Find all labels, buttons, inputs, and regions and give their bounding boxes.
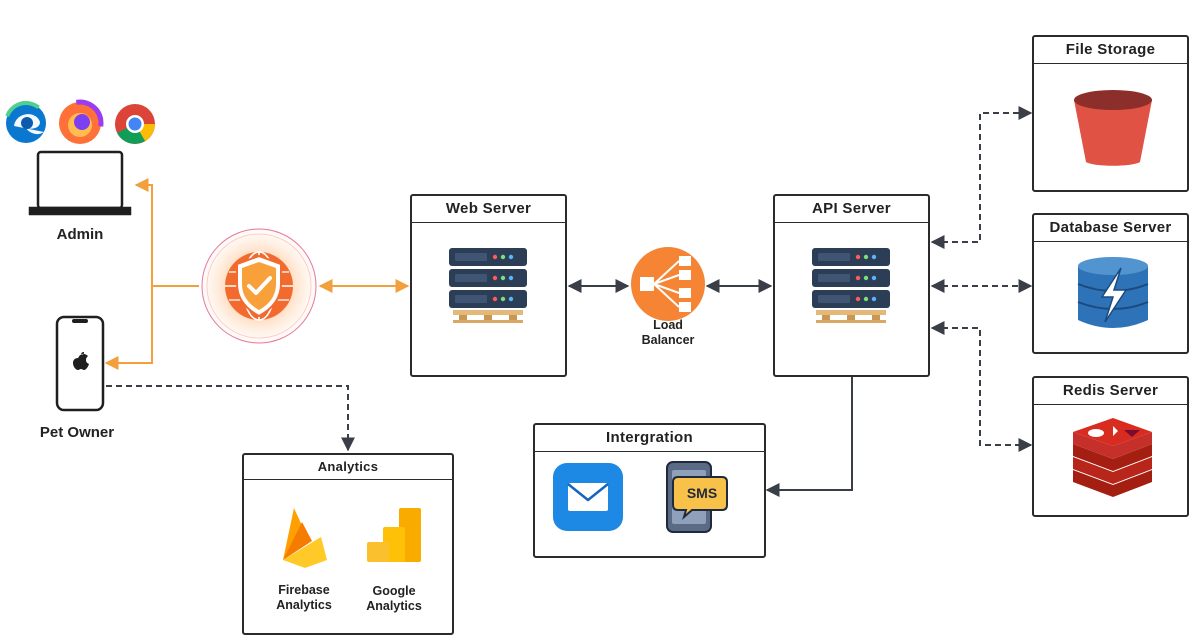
firebase-label-line1: Firebase: [278, 583, 330, 597]
firebase-analytics-label: Firebase Analytics: [263, 583, 345, 613]
apiserver-integration-link: [765, 376, 853, 497]
firefox-browser-icon: [56, 99, 104, 147]
load-balancer-icon: [631, 247, 705, 321]
google-label-line1: Google: [372, 584, 416, 598]
petowner-analytics-link: [106, 385, 355, 452]
web-server-box: Web Server: [410, 194, 567, 377]
google-analytics-label: Google Analytics: [353, 584, 435, 614]
apiserver-redis-link: [930, 321, 1033, 452]
api-server-title: API Server: [775, 196, 928, 223]
firewall-shield-globe-icon: [201, 228, 317, 344]
redis-server-title: Redis Server: [1034, 378, 1187, 405]
integration-box: Intergration: [533, 423, 766, 558]
edge-browser-icon: [4, 101, 48, 145]
admin-label: Admin: [56, 226, 104, 243]
firebase-label-line2: Analytics: [276, 598, 332, 612]
google-label-line2: Analytics: [366, 599, 422, 613]
web-server-title: Web Server: [412, 196, 565, 223]
apiserver-filestorage-link: [930, 106, 1033, 249]
load-balancer-label: Load Balancer: [628, 318, 708, 348]
smartphone-icon: [55, 315, 105, 412]
file-storage-box: File Storage: [1032, 35, 1189, 192]
laptop-icon: [28, 150, 132, 216]
api-server-box: API Server: [773, 194, 930, 377]
file-storage-title: File Storage: [1034, 37, 1187, 64]
database-server-title: Database Server: [1034, 215, 1187, 242]
pet-owner-label: Pet Owner: [39, 424, 115, 441]
sms-text: SMS: [686, 485, 718, 501]
analytics-title: Analytics: [244, 455, 452, 480]
integration-title: Intergration: [535, 425, 764, 452]
chrome-browser-icon: [115, 104, 155, 144]
load-balancer-label-line2: Balancer: [641, 333, 695, 347]
database-server-box: Database Server: [1032, 213, 1189, 354]
client-firewall-links: [104, 178, 199, 370]
load-balancer-label-line1: Load: [653, 318, 683, 332]
redis-server-box: Redis Server: [1032, 376, 1189, 517]
